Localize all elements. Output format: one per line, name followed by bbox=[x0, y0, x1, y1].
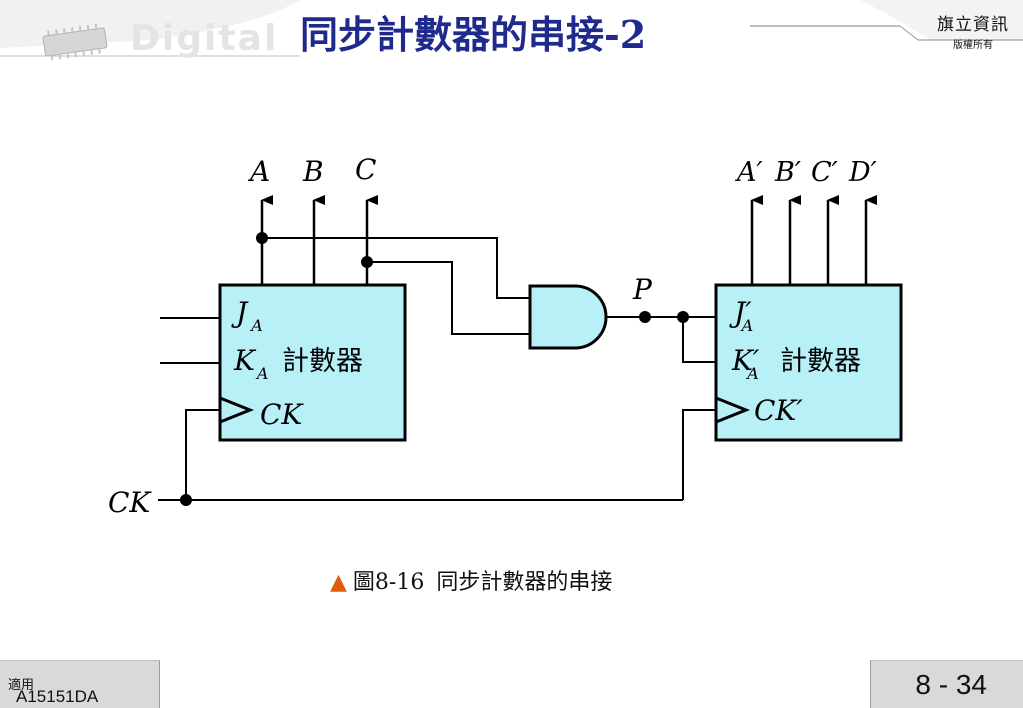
figure-caption-text: 同步計數器的串接 bbox=[436, 570, 613, 595]
wire-p-to-k bbox=[682, 317, 716, 363]
output-c-label: C bbox=[355, 153, 376, 186]
page-number-box: 8 - 34 bbox=[870, 660, 1023, 708]
page-title: 同步計數器的串接-2 bbox=[300, 12, 647, 57]
counter-a-clock-label: CK bbox=[260, 398, 304, 431]
wire-c-to-and bbox=[367, 261, 530, 335]
publisher-name: 旗立資訊 bbox=[937, 15, 1009, 35]
wire-clock-to-b bbox=[682, 409, 716, 500]
counter-b-j-label: J′A bbox=[729, 296, 753, 335]
counter-b: J′A K′A 計數器 CK′ bbox=[714, 283, 903, 442]
counter-b-clock-label: CK′ bbox=[754, 394, 803, 427]
figure-caption: ▲圖8-16 同步計數器的串接 bbox=[330, 564, 612, 596]
output-b-prime-label: B′ bbox=[774, 157, 801, 188]
figure-number: 圖8-16 bbox=[352, 570, 425, 595]
publisher-mark: 旗立資訊 版權所有 bbox=[937, 10, 1009, 51]
publisher-rights: 版權所有 bbox=[953, 40, 993, 51]
page-number: 8 - 34 bbox=[915, 669, 987, 700]
counter-b-box bbox=[714, 283, 903, 442]
output-d-prime-label: D′ bbox=[848, 157, 877, 188]
and-output-label: P bbox=[632, 273, 653, 306]
wire-a-to-and bbox=[262, 237, 530, 299]
counter-a-title: 計數器 bbox=[282, 346, 363, 377]
wire-clock-to-a bbox=[185, 409, 220, 500]
output-a-label: A bbox=[247, 155, 270, 188]
triangle-icon: ▲ bbox=[330, 570, 347, 595]
digital-wordmark: Digital bbox=[130, 18, 279, 59]
counter-b-clock-triangle bbox=[715, 396, 751, 424]
counter-b-k-label: K′A bbox=[731, 344, 760, 383]
output-b-label: B bbox=[302, 155, 324, 188]
clock-input-label: CK bbox=[108, 486, 152, 519]
output-a-prime-label: A′ bbox=[734, 157, 763, 188]
slide-header: Digital 同步計數器的串接-2 旗立資訊 版權所有 bbox=[0, 0, 1023, 70]
output-c-prime-label: C′ bbox=[811, 157, 838, 188]
junction-p-label bbox=[639, 311, 651, 323]
chip-icon bbox=[42, 24, 108, 60]
and-gate bbox=[528, 284, 608, 350]
counter-b-title: 計數器 bbox=[780, 346, 861, 377]
counter-a-clock-triangle bbox=[219, 396, 255, 424]
